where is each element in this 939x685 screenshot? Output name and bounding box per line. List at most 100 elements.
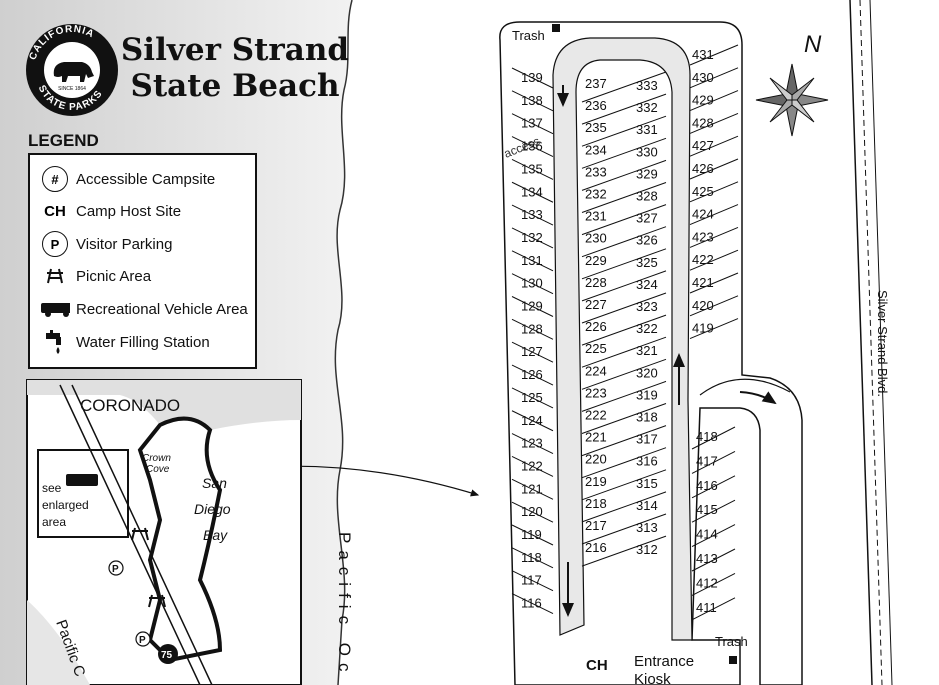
- campsite-number: 133: [521, 207, 543, 222]
- site-divider: [511, 570, 554, 592]
- campsite-number: 325: [636, 255, 658, 270]
- campsite-number: 223: [585, 385, 607, 400]
- campsite-number: 119: [521, 527, 542, 542]
- picnic-table-icon: [148, 594, 166, 608]
- site-divider: [511, 547, 554, 569]
- campsite-number: 225: [585, 341, 607, 356]
- campsite-number: 221: [585, 430, 607, 445]
- campsite-number: 234: [585, 142, 607, 157]
- site-divider: [511, 273, 554, 295]
- inset-bay-label: San: [202, 475, 227, 491]
- site-divider: [511, 318, 554, 340]
- campsite-number: 414: [696, 527, 718, 542]
- campsite-number: 237: [585, 76, 607, 91]
- campsite-number: 330: [636, 144, 658, 159]
- campsite-number: 136: [521, 139, 543, 154]
- svg-text:CALIFORNIA: CALIFORNIA: [27, 24, 96, 62]
- campsite-number: 220: [585, 452, 607, 467]
- site-divider: [691, 524, 736, 548]
- campsite-number: 217: [585, 518, 607, 533]
- site-divider: [689, 112, 739, 134]
- site-divider: [511, 456, 554, 477]
- campsite-number: 135: [521, 161, 543, 176]
- campsite-number: 415: [696, 502, 718, 517]
- road-edge: [849, 0, 873, 685]
- campsite-number: 228: [585, 275, 607, 290]
- campsite-number: 319: [636, 387, 658, 402]
- campsite-number: 122: [521, 458, 543, 473]
- campsite-number: 120: [521, 504, 543, 519]
- legend-box: # Accessible Campsite CH Camp Host Site …: [28, 153, 257, 369]
- campsite-number: 413: [696, 551, 718, 566]
- inset-cove-label: Cove: [146, 464, 170, 475]
- campsite-number: 229: [585, 253, 607, 268]
- site-divider: [581, 447, 667, 479]
- legend-item-water: Water Filling Station: [40, 328, 210, 356]
- campsite-number: 131: [521, 253, 543, 268]
- site-divider: [581, 137, 667, 169]
- ocean-label: Pacific Oc: [335, 532, 354, 679]
- site-divider: [511, 136, 554, 157]
- campsite-number: 422: [692, 252, 714, 267]
- site-divider: [511, 158, 554, 180]
- campsite-number: 314: [636, 498, 658, 513]
- site-divider: [511, 524, 554, 546]
- page-title: Silver Strand State Beach: [120, 32, 350, 104]
- legend-label: Picnic Area: [76, 267, 152, 285]
- site-divider: [691, 450, 736, 474]
- campsite-number: 236: [585, 98, 607, 113]
- entrance-kiosk-label: Kiosk: [634, 671, 671, 685]
- highway-number: 75: [161, 650, 173, 661]
- site-divider: [691, 475, 736, 499]
- campsite-number: 320: [636, 365, 658, 380]
- site-divider: [581, 380, 667, 412]
- legend-label: Accessible Campsite: [76, 170, 216, 188]
- campsite-number: 328: [636, 189, 658, 204]
- campsite-number: 411: [696, 600, 717, 615]
- campsite-number: 219: [585, 474, 607, 489]
- trash-label: Trash: [715, 634, 748, 649]
- north-label: N: [804, 31, 822, 58]
- compass-rose-icon: [755, 63, 829, 137]
- campsite-number: 317: [636, 432, 658, 447]
- campsite-number: 324: [636, 277, 658, 292]
- site-divider: [511, 204, 554, 226]
- campsite-number: 427: [692, 138, 714, 153]
- logo-since-text: SINCE 1864: [58, 86, 86, 92]
- legend-item-rv: Recreational Vehicle Area: [40, 295, 248, 323]
- campsite-number: 125: [521, 390, 543, 405]
- campsite-number: 416: [696, 478, 718, 493]
- legend-label: Recreational Vehicle Area: [76, 300, 248, 318]
- site-divider: [581, 71, 667, 103]
- site-divider: [511, 296, 554, 317]
- site-divider: [511, 387, 554, 409]
- campsite-number: 431: [692, 47, 714, 62]
- inset-city-label: CORONADO: [80, 396, 180, 415]
- enlarged-area-label: enlarged: [42, 498, 89, 512]
- accessible-icon: #: [42, 166, 68, 192]
- campsite-number: 423: [692, 229, 714, 244]
- campsite-labels: 1391381371361351341331321311301291281271…: [521, 47, 718, 615]
- logo-text: CALIFORNIA STATE PARKS SINCE 1864: [27, 24, 104, 113]
- site-divider: [581, 115, 667, 147]
- campsite-number: 126: [521, 367, 543, 382]
- site-divider: [511, 478, 554, 500]
- picnic-table-icon: [131, 527, 149, 541]
- site-divider: [511, 181, 554, 203]
- campsite-number: 224: [585, 363, 607, 378]
- direction-arrow: [739, 391, 777, 405]
- site-divider: [689, 90, 739, 112]
- highway-shield-icon: [158, 644, 178, 664]
- campsite-number: 132: [521, 230, 543, 245]
- site-divider: [581, 314, 667, 346]
- campsite-number: 134: [521, 184, 543, 199]
- campsite-number: 332: [636, 100, 658, 115]
- campsite-number: 329: [636, 166, 658, 181]
- camp-host-label: CH: [586, 657, 608, 674]
- campsite-number: 331: [636, 122, 658, 137]
- camp-host-icon: CH: [44, 202, 66, 220]
- site-divider: [511, 227, 554, 249]
- campsite-number: 128: [521, 321, 543, 336]
- legend-item-parking: P Visitor Parking: [40, 230, 172, 258]
- campsite-number: 333: [636, 78, 658, 93]
